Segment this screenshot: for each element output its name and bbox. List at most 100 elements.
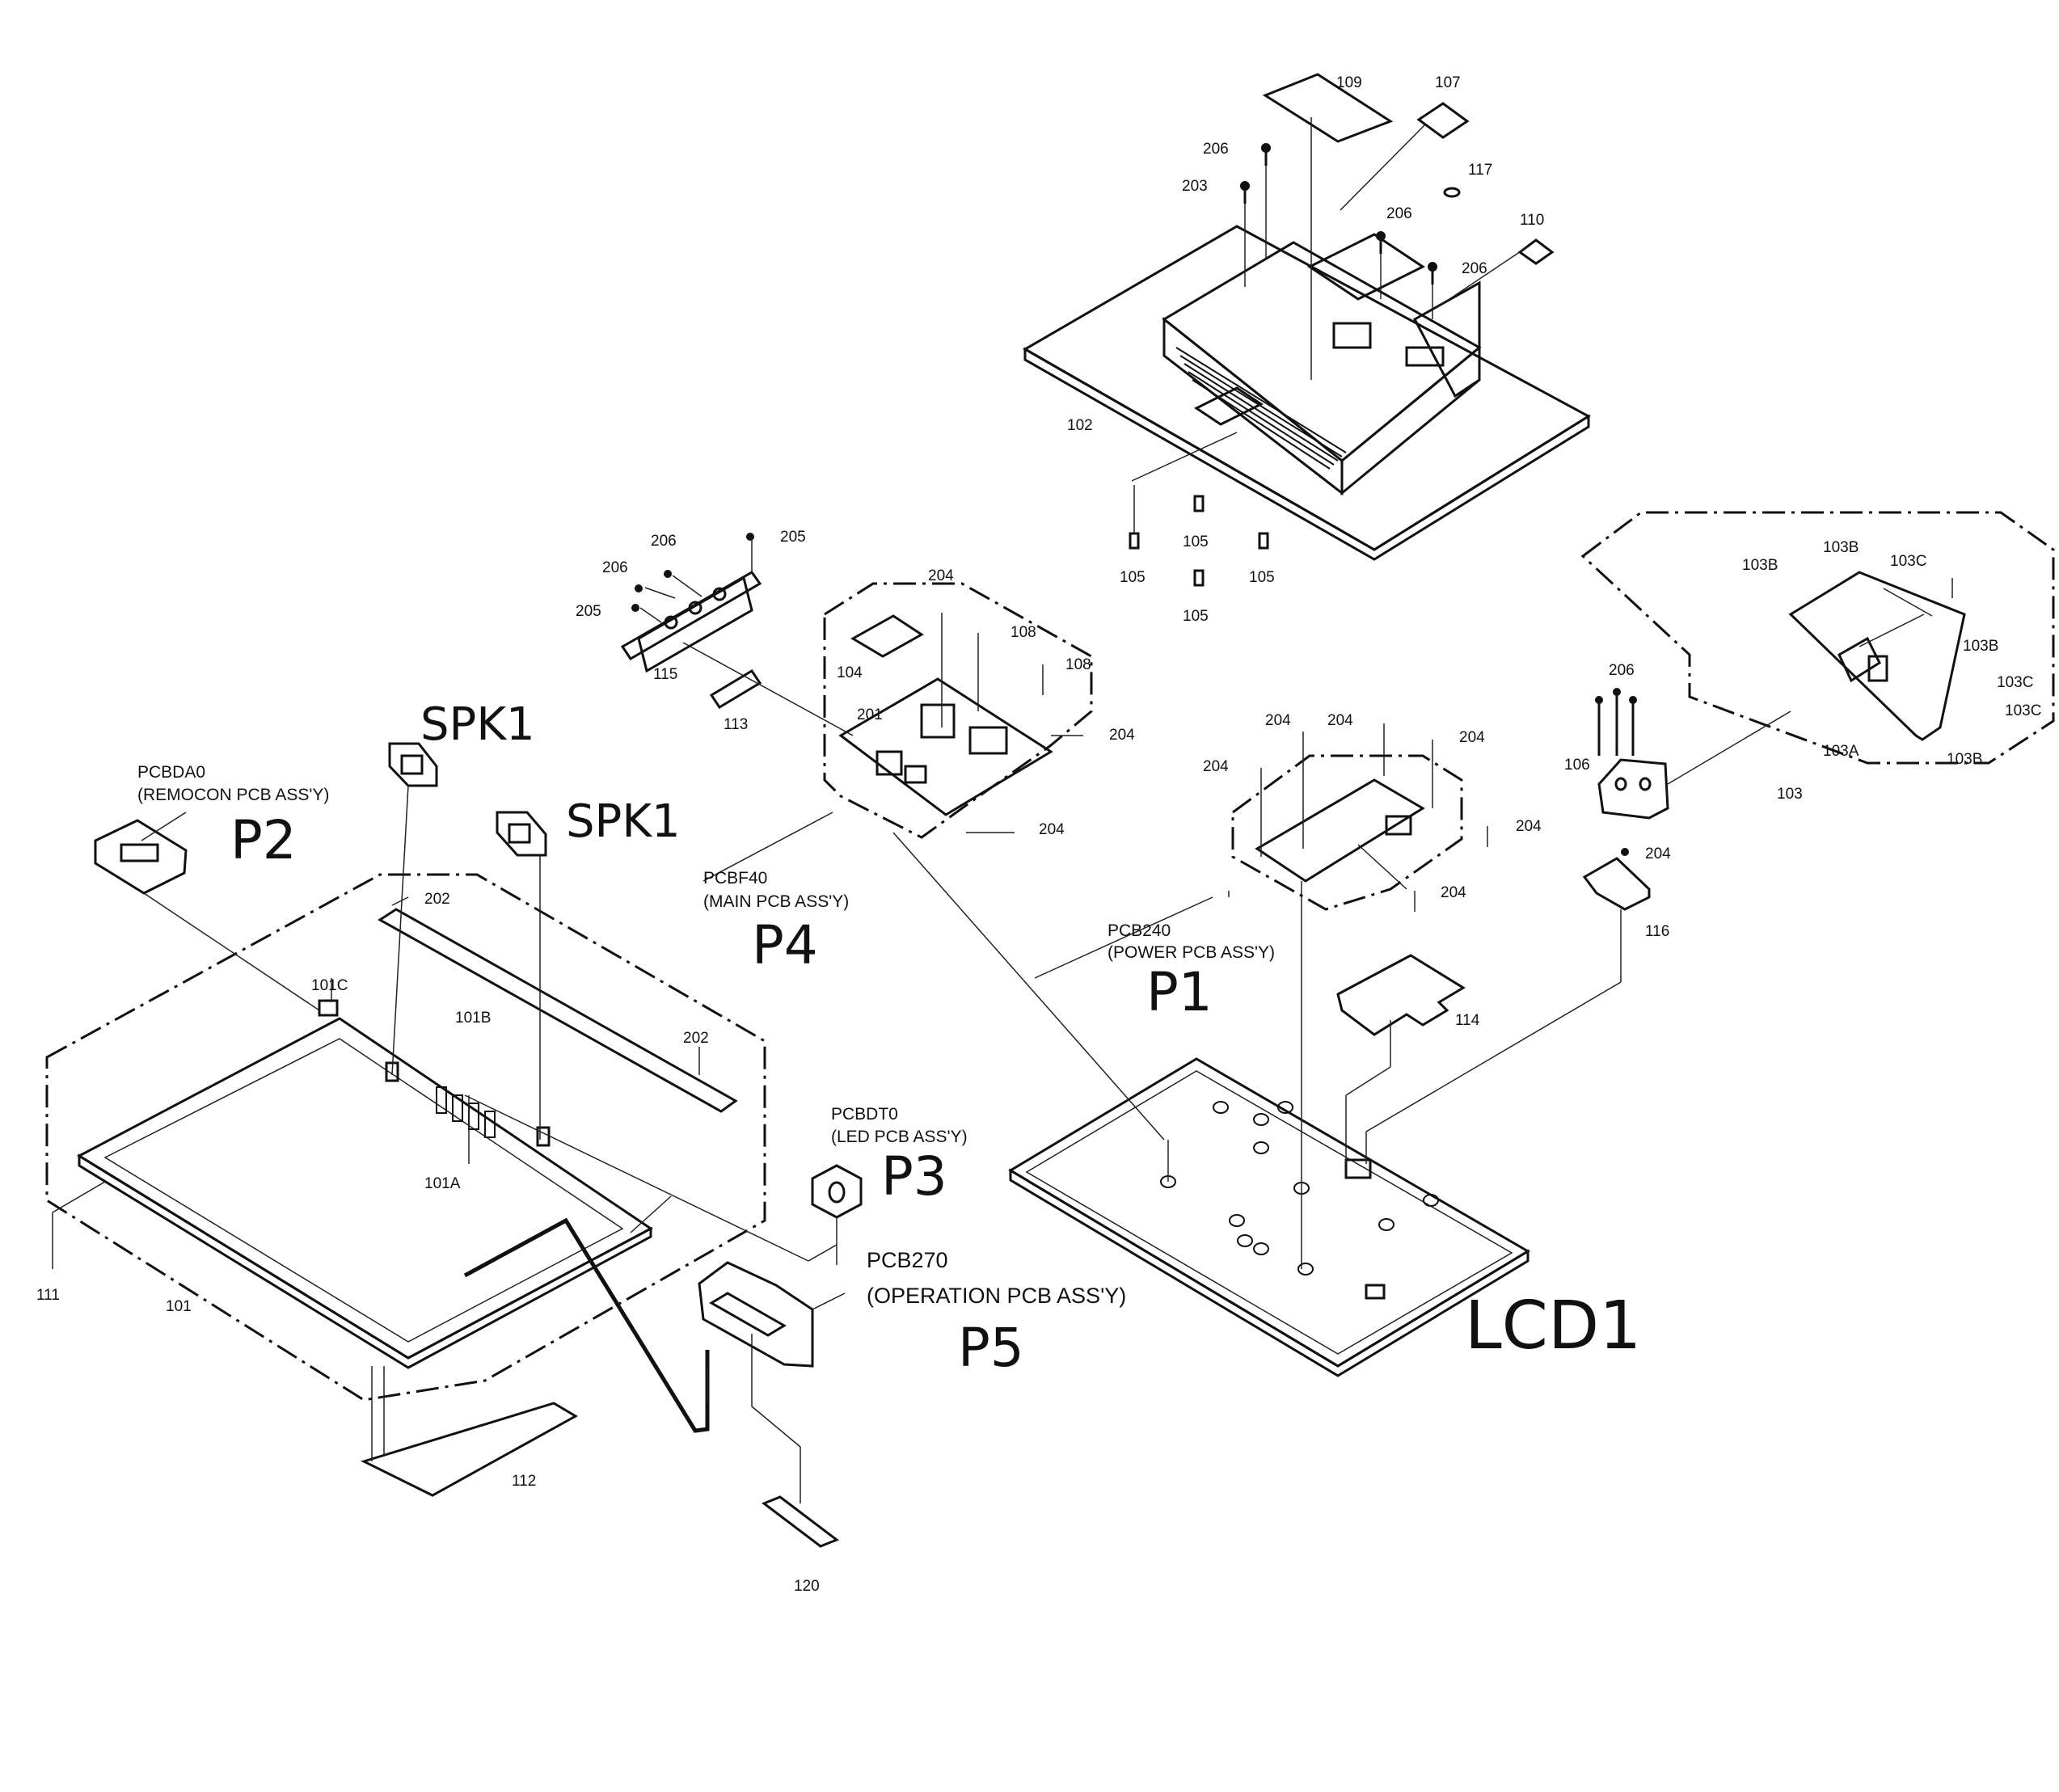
part-number: 107 (1435, 74, 1461, 91)
part-number: 106 (1564, 757, 1590, 774)
handwritten-label: P5 (958, 1317, 1024, 1379)
pcb-desc: (LED PCB ASS'Y) (831, 1128, 968, 1146)
remocon-pcb (94, 819, 188, 895)
part-number: 204 (1265, 712, 1291, 729)
part-number: 103C (2005, 702, 2041, 719)
part-number: 112 (512, 1473, 536, 1490)
part-number: 103 (1777, 786, 1803, 803)
handwritten-label: P4 (752, 914, 818, 976)
stand-assembly-group (1580, 511, 2055, 765)
part-number: 206 (1386, 205, 1412, 222)
lcd-panel (1008, 1057, 1530, 1377)
part-number: 103C (1890, 553, 1926, 570)
part-number: 103B (1742, 557, 1778, 574)
part-number: 103B (1823, 539, 1859, 556)
part-number: 206 (1203, 141, 1229, 158)
part-number: 204 (1203, 758, 1229, 775)
part-number: 111 (36, 1287, 60, 1304)
flat-cable (463, 1217, 710, 1433)
part-number: 101C (311, 977, 348, 994)
handwritten-label: P2 (230, 809, 297, 871)
pcb-desc: (REMOCON PCB ASS'Y) (137, 786, 329, 804)
part-number: 202 (424, 891, 450, 908)
part-number: 110 (1520, 212, 1544, 229)
rear-cabinet-102 (1022, 225, 1591, 561)
pcb-code: PCBDT0 (831, 1105, 898, 1124)
handwritten-label: P1 (1146, 961, 1213, 1023)
part-number: 204 (928, 567, 954, 584)
label-layer: 109 107 206 203 117 206 110 206 102 105 … (36, 74, 2041, 1595)
screws-bracket (631, 533, 754, 612)
handwritten-label: SPK1 (420, 698, 535, 751)
insulator-sheet-114 (1336, 954, 1466, 1036)
part-number: 120 (794, 1578, 820, 1595)
handwritten-label: P3 (881, 1145, 947, 1208)
part-number: 205 (780, 529, 806, 546)
washer-117 (1443, 187, 1461, 198)
terminal-bracket-115 (620, 571, 762, 673)
terminal-plate-113 (709, 668, 762, 710)
part-number: 103B (1947, 751, 1982, 768)
part-number: 105 (1183, 608, 1209, 625)
main-pcb-group (823, 582, 1093, 839)
part-number: 103B (1963, 638, 1998, 655)
part-number: 108 (1011, 624, 1036, 641)
part-number: 103A (1823, 743, 1859, 760)
screws-stand (1595, 688, 1637, 856)
screws-rear (1240, 143, 1437, 285)
handwritten-label: SPK1 (566, 795, 681, 848)
part-number: 103C (1997, 674, 2033, 691)
part-number: 204 (1441, 884, 1466, 901)
part-number: 202 (683, 1030, 709, 1047)
power-pcb-group (1231, 754, 1463, 911)
led-pcb (811, 1164, 863, 1219)
pcb-desc: (OPERATION PCB ASS'Y) (867, 1284, 1126, 1308)
part-number: 204 (1645, 845, 1671, 862)
bracket-116 (1582, 857, 1651, 911)
part-number: 204 (1109, 727, 1135, 744)
part-number: 115 (653, 666, 677, 683)
pcb-code: PCBDA0 (137, 763, 205, 782)
operation-pcb (698, 1261, 814, 1368)
part-number: 116 (1645, 923, 1669, 940)
stand-neck-106 (1597, 758, 1669, 820)
part-number: 204 (1039, 821, 1065, 838)
pcb-code: PCB240 (1108, 921, 1171, 940)
part-number: 113 (724, 716, 748, 733)
part-number: 104 (837, 664, 863, 681)
part-number: 101B (455, 1010, 491, 1027)
part-number: 206 (651, 533, 677, 550)
part-number: 204 (1327, 712, 1353, 729)
part-number: 102 (1067, 417, 1093, 434)
part-number: 105 (1249, 569, 1275, 586)
speaker-left (388, 742, 438, 787)
part-number: 206 (1609, 662, 1635, 679)
pcb-desc: (POWER PCB ASS'Y) (1108, 943, 1275, 962)
feet-105 (1129, 495, 1269, 587)
part-number: 105 (1120, 569, 1146, 586)
part-number: 206 (602, 559, 628, 576)
part-number: 201 (857, 706, 883, 723)
pcb-code: PCB270 (867, 1248, 948, 1272)
part-number: 108 (1065, 656, 1091, 673)
front-cabinet-group (45, 873, 766, 1402)
part-number: 117 (1468, 162, 1492, 179)
pcb-desc: (MAIN PCB ASS'Y) (703, 892, 849, 911)
part-number: 109 (1336, 74, 1362, 91)
part-number: 204 (1516, 818, 1542, 835)
label-plate-109 (1262, 73, 1394, 143)
handwritten-label: LCD1 (1465, 1288, 1641, 1364)
part-number: 203 (1182, 178, 1208, 195)
pcb-code: PCBF40 (703, 869, 767, 888)
speaker-right (496, 811, 547, 857)
leader-lines (52, 117, 1953, 1503)
plate-120 (761, 1495, 840, 1548)
part-number: 101 (166, 1298, 192, 1315)
sheet-112 (360, 1402, 579, 1497)
part-number: 114 (1455, 1012, 1480, 1029)
part-number: 206 (1462, 260, 1487, 277)
label-110 (1517, 238, 1555, 265)
part-number: 101A (424, 1175, 461, 1192)
